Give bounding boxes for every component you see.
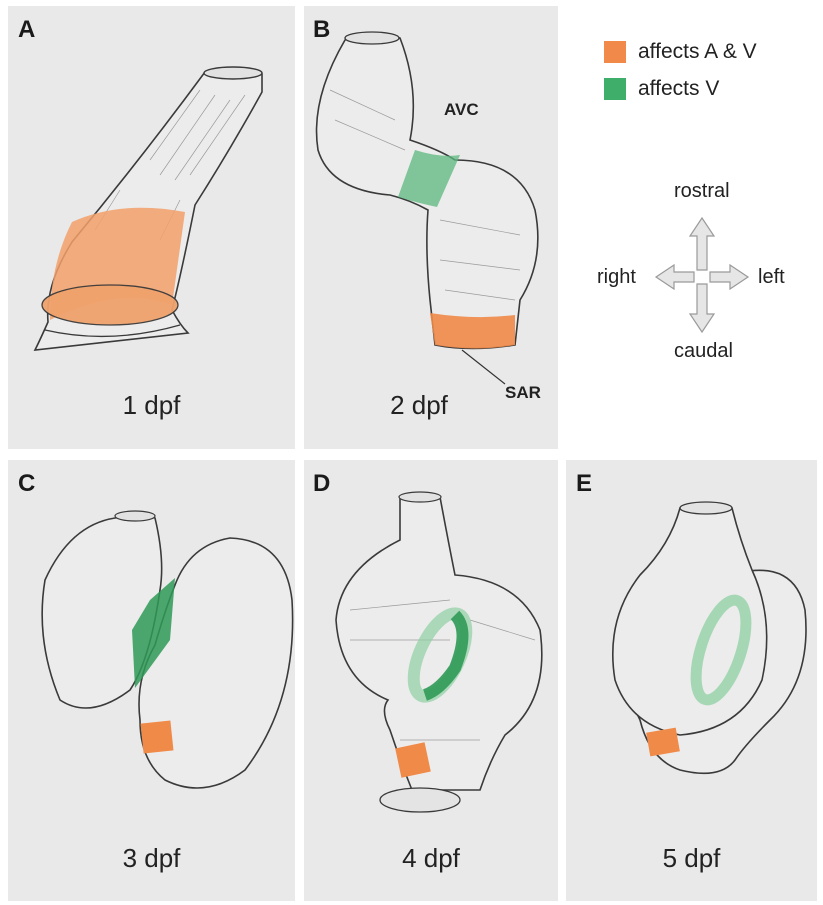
- sar-label: SAR: [505, 383, 541, 403]
- heart-3dpf: [42, 511, 292, 788]
- legend-label: affects A & V: [638, 40, 757, 64]
- compass-arrows: [656, 218, 748, 332]
- arrow-right-icon: [710, 265, 748, 289]
- stage-label-a: 1 dpf: [8, 390, 295, 421]
- stage-label-e: 5 dpf: [566, 843, 817, 874]
- panel-label-e: E: [576, 470, 592, 498]
- arrow-up-icon: [690, 218, 714, 270]
- stage-label-b: 2 dpf: [304, 390, 534, 421]
- legend-label: affects V: [638, 77, 719, 101]
- arrow-left-icon: [656, 265, 694, 289]
- heart-4dpf: [336, 492, 542, 812]
- legend-swatch-orange: [604, 41, 626, 63]
- heart-5dpf: [613, 502, 806, 773]
- compass-label-caudal: caudal: [674, 340, 733, 363]
- panel-label-b: B: [313, 16, 330, 44]
- avc-label: AVC: [444, 100, 479, 120]
- legend-swatch-green: [604, 78, 626, 100]
- panel-label-c: C: [18, 470, 35, 498]
- compass-label-right: right: [597, 266, 636, 289]
- legend-item-v: affects V: [604, 77, 719, 101]
- panel-label-a: A: [18, 16, 35, 44]
- compass-label-left: left: [758, 266, 785, 289]
- stage-label-d: 4 dpf: [304, 843, 558, 874]
- compass-label-rostral: rostral: [674, 180, 730, 203]
- heart-2dpf: [317, 32, 538, 349]
- stage-label-c: 3 dpf: [8, 843, 295, 874]
- heart-tube-1dpf: [35, 67, 262, 350]
- panel-label-d: D: [313, 470, 330, 498]
- sar-pointer-line: [462, 350, 505, 384]
- arrow-down-icon: [690, 284, 714, 332]
- legend-item-a-and-v: affects A & V: [604, 40, 757, 64]
